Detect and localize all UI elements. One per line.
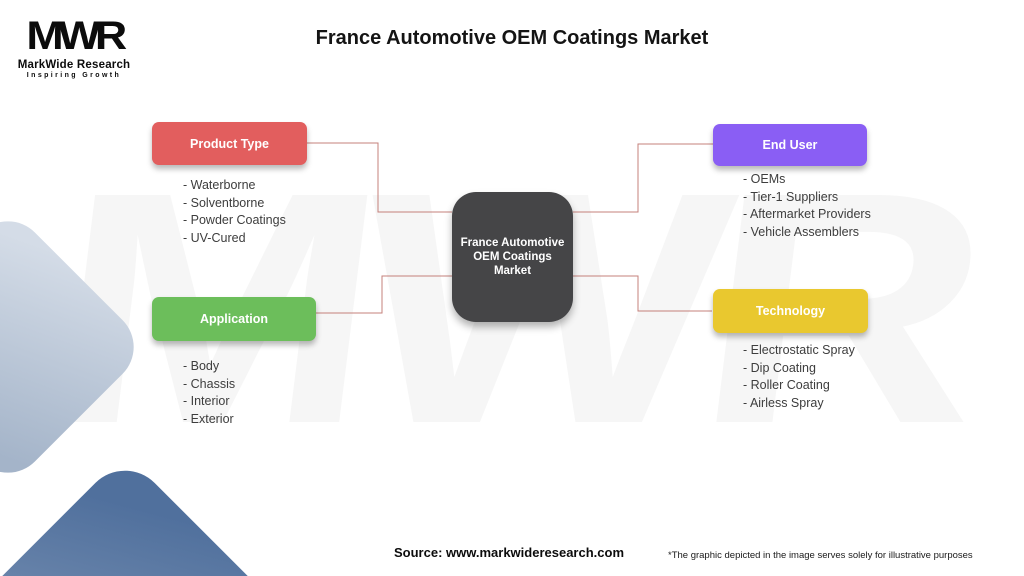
- list-item: - Solventborne: [183, 195, 265, 210]
- logo-name: MarkWide Research: [17, 59, 131, 71]
- list-item: - Powder Coatings: [183, 213, 286, 227]
- end-user-list: - OEMs - Tier-1 Suppliers - Aftermarket …: [743, 171, 871, 241]
- branch-box-technology: Technology: [713, 289, 868, 333]
- list-item: - Exterior: [183, 411, 234, 426]
- logo-tagline: Inspiring Growth: [26, 72, 122, 79]
- center-node: France Automotive OEM Coatings Market: [452, 192, 573, 322]
- center-node-line: Market: [493, 265, 532, 277]
- branch-box-application: Application: [152, 297, 316, 341]
- connector-technology: [573, 275, 712, 312]
- branch-label-technology: Technology: [755, 304, 826, 318]
- page-title: France Automotive OEM Coatings Market: [315, 27, 709, 49]
- markwide-logo: MWR MarkWide Research Inspiring Growth: [16, 14, 132, 79]
- branch-label-application: Application: [199, 312, 269, 326]
- product-type-list: - Waterborne - Solventborne - Powder Coa…: [183, 177, 286, 247]
- list-item: - OEMs: [743, 172, 786, 186]
- list-item: - Waterborne: [183, 178, 256, 192]
- technology-list: - Electrostatic Spray - Dip Coating - Ro…: [743, 342, 855, 412]
- branch-label-end-user: End User: [762, 138, 818, 152]
- application-list: - Body - Chassis - Interior - Exterior: [183, 358, 235, 428]
- list-item: - UV-Cured: [183, 230, 246, 245]
- connector-end-user: [573, 143, 713, 213]
- center-node-line: France Automotive: [460, 237, 565, 249]
- list-item: - Tier-1 Suppliers: [743, 189, 839, 204]
- center-node-line: OEM Coatings: [473, 251, 552, 263]
- connector-application: [316, 275, 452, 314]
- logo-monogram: MWR: [26, 14, 127, 58]
- branch-label-product-type: Product Type: [190, 136, 269, 151]
- list-item: - Airless Spray: [743, 395, 824, 410]
- list-item: - Interior: [183, 394, 230, 408]
- connector-product-type: [307, 142, 452, 213]
- branch-box-product-type: Product Type: [152, 122, 307, 165]
- list-item: - Electrostatic Spray: [743, 343, 855, 357]
- list-item: - Body: [183, 359, 220, 373]
- source-note: Source: www.markwideresearch.com: [394, 545, 625, 560]
- branch-box-end-user: End User: [713, 124, 867, 166]
- list-item: - Chassis: [183, 376, 236, 391]
- list-item: - Vehicle Assemblers: [743, 224, 860, 239]
- list-item: - Aftermarket Providers: [743, 207, 871, 221]
- list-item: - Dip Coating: [743, 360, 816, 375]
- disclaimer-note: *The graphic depicted in the image serve…: [668, 550, 973, 561]
- list-item: - Roller Coating: [743, 378, 830, 392]
